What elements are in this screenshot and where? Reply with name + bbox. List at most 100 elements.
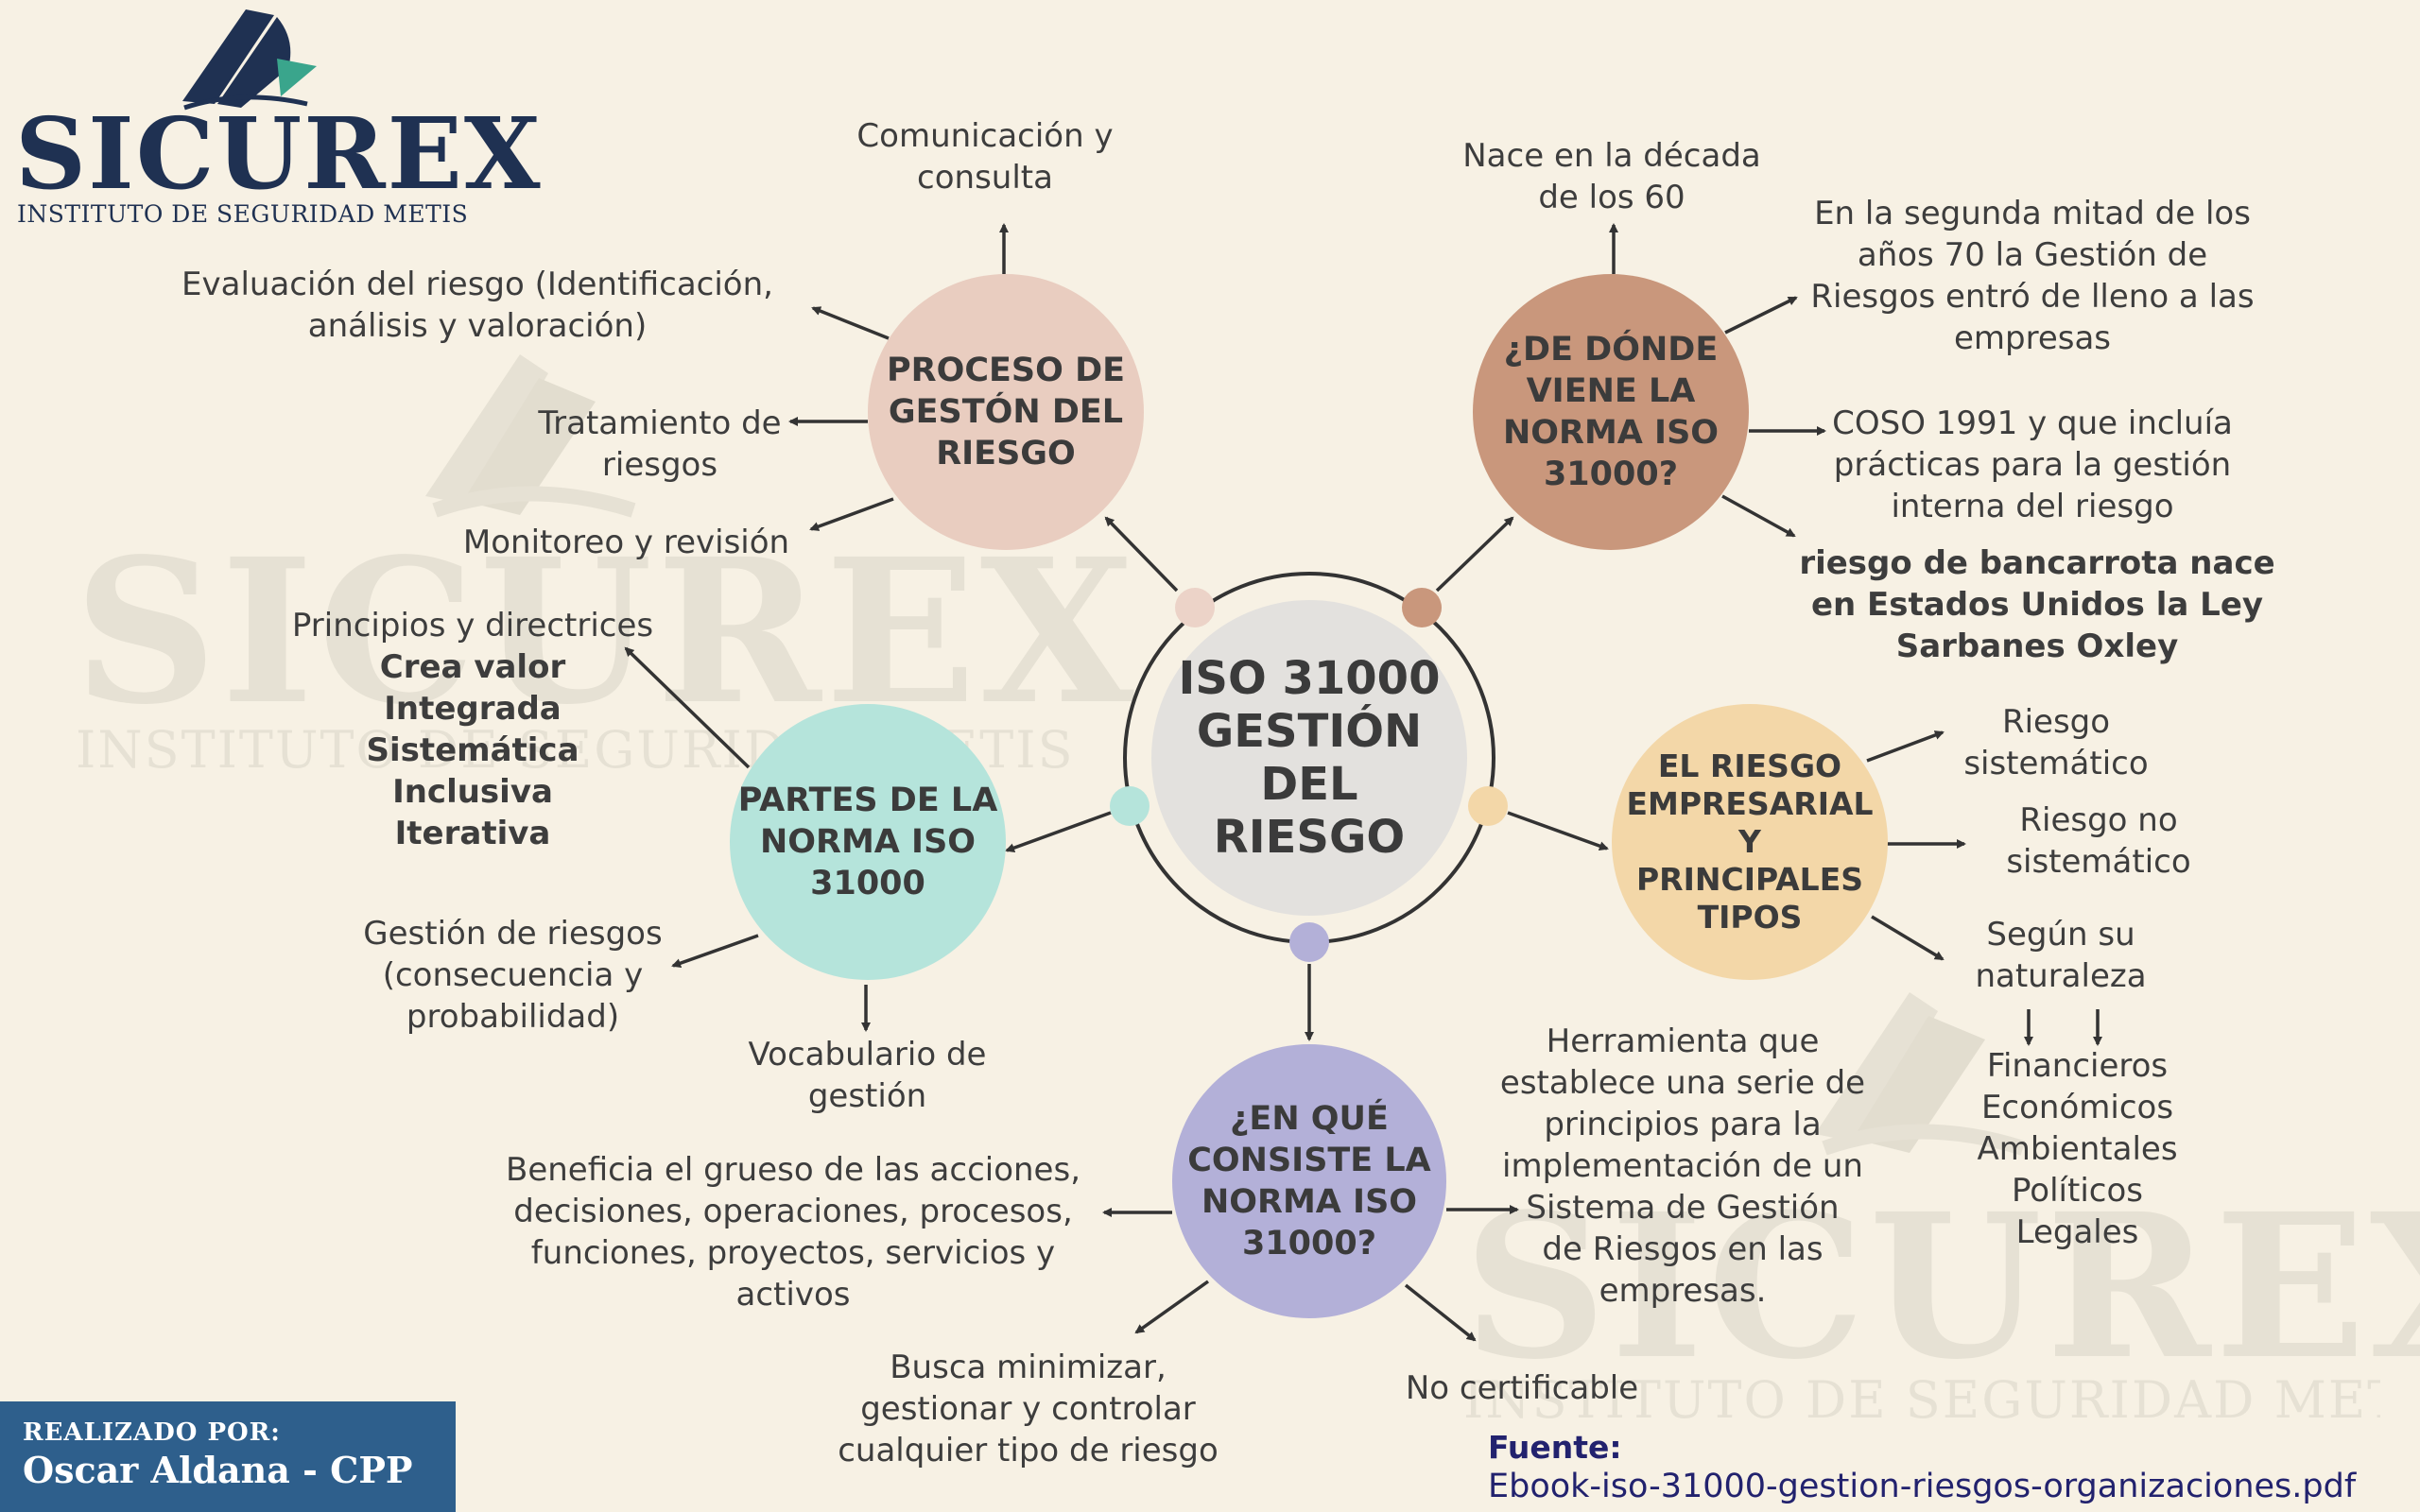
riesgo-title-line: EMPRESARIAL Y [1626,785,1874,860]
label-line: probabilidad) [406,998,620,1036]
label-line: Comunicación y [856,117,1114,155]
consiste-certificable-label: No certificable [1405,1369,1639,1407]
author-badge: REALIZADO POR: Oscar Aldana - CPP [0,1401,456,1512]
ring-dot-consiste [1289,922,1329,962]
label-line: Herramienta que [1546,1022,1820,1060]
label-line: Riesgos entró de lleno a las [1810,278,2255,316]
label-line: sistemático [2006,843,2191,881]
riesgo-tipos-list: Financieros Económicos Ambientales Polít… [1947,1045,2207,1253]
watermark-book-icon-left [425,354,636,518]
principle-item: Crea valor [379,648,566,686]
consiste-busca-label: Busca minimizar, gestionar y controlar c… [813,1347,1243,1471]
consiste-title-line: CONSISTE LA [1187,1142,1431,1179]
label-line: principios para la [1544,1106,1822,1143]
label-line: prácticas para la gestión [1833,446,2232,484]
label-line: sistemático [1963,745,2149,782]
proceso-title-line: RIESGO [936,435,1076,472]
riesgo-title-line: PRINCIPALES [1635,861,1864,898]
partes-title-line: NORMA ISO [759,823,977,861]
label-line: Vocabulario de [748,1036,987,1074]
origen-sox-label: riesgo de bancarrota nace en Estados Uni… [1791,542,2283,667]
label-line: Busca minimizar, [890,1349,1167,1386]
label-line: funciones, proyectos, servicios y [530,1234,1056,1272]
logo-book-icon [182,9,317,111]
principle-item: Integrada [384,690,562,728]
label-line: En la segunda mitad de los [1814,195,2251,232]
origen-title-line: ¿DE DÓNDE [1503,331,1719,369]
proceso-evaluacion-label: Evaluación del riesgo (Identificación, a… [142,264,813,347]
label-line: riesgos [601,446,718,484]
watermark-subtitle-right: INSTITUTO DE SEGURIDAD METIS [1463,1370,2380,1430]
consiste-circle: ¿EN QUÉ CONSISTE LA NORMA ISO 31000? [1172,1044,1446,1318]
label-line: riesgo de bancarrota nace [1799,544,2275,582]
consiste-herramienta-label: Herramienta que establece una serie de p… [1475,1021,1891,1312]
proceso-circle: PROCESO DE GESTÓN DEL RIESGO [868,274,1144,550]
ring-dot-proceso [1175,588,1215,627]
origen-circle: ¿DE DÓNDE VIENE LA NORMA ISO 31000? [1473,274,1749,550]
label-line: Principios y directrices [291,607,654,644]
risk-type-item: Financieros [1986,1047,2169,1085]
label-line: cualquier tipo de riesgo [838,1432,1219,1469]
author-name: Oscar Aldana - CPP [23,1449,413,1491]
origen-setenta-label: En la segunda mitad de los años 70 la Ge… [1787,193,2278,359]
label-line: gestión [807,1077,927,1115]
center-title-line1: ISO 31000 [1178,652,1441,705]
riesgo-circle: EL RIESGO EMPRESARIAL Y PRINCIPALES TIPO… [1612,704,1888,980]
label-line: análisis y valoración) [307,307,648,345]
center-title-line3: RIESGO [1213,811,1406,864]
ring-dot-origen [1402,588,1442,627]
partes-circle: PARTES DE LA NORMA ISO 31000 [730,704,1006,980]
source-link[interactable]: Ebook-iso-31000-gestion-riesgos-organiza… [1488,1468,2357,1505]
principle-item: Inclusiva [392,773,553,811]
proceso-tratamiento-label: Tratamiento de riesgos [510,403,809,486]
origen-decada-label: Nace en la década de los 60 [1437,135,1787,218]
partes-vocabulario-label: Vocabulario de gestión [700,1034,1035,1117]
risk-type-item: Ambientales [1977,1130,2178,1168]
consiste-title-line: NORMA ISO [1201,1183,1418,1221]
origen-coso-label: COSO 1991 y que incluía prácticas para l… [1824,403,2240,527]
watermark-name-left: SICUREX [74,515,1138,748]
label-line: Sarbanes Oxley [1895,627,2179,665]
partes-gestion-label: Gestión de riesgos (consecuencia y proba… [321,913,704,1038]
label-line: Nace en la década [1462,137,1761,175]
label-line: Gestión de riesgos [363,915,663,953]
label-line: empresas [1953,319,2112,357]
label-line: Beneficia el grueso de las acciones, [506,1151,1080,1189]
riesgo-no-sistematico-label: Riesgo no sistemático [1976,799,2221,883]
label-line: decisiones, operaciones, procesos, [513,1193,1073,1230]
label-line: gestionar y controlar [860,1390,1196,1428]
label-line: implementación de un [1502,1147,1863,1185]
principle-item: Sistemática [366,731,579,769]
origen-title-line: 31000? [1543,455,1679,493]
partes-title-line: 31000 [810,865,925,902]
risk-type-item: Legales [2015,1213,2139,1251]
label-line: años 70 la Gestión de [1857,236,2208,274]
origen-title-line: NORMA ISO [1502,414,1720,452]
ring-dot-riesgo [1468,786,1508,826]
proceso-monitoreo-label: Monitoreo y revisión [462,524,790,561]
watermark-name-right: SICUREX [1463,1170,2420,1403]
label-line: Riesgo [2001,703,2111,741]
label-line: empresas. [1599,1272,1767,1310]
label-line: consulta [917,159,1053,197]
proceso-comunicacion-label: Comunicación y consulta [815,115,1155,198]
center-title-line2: GESTIÓN DEL [1196,705,1423,811]
consiste-beneficia-label: Beneficia el grueso de las acciones, dec… [477,1149,1109,1315]
ring-dot-partes [1110,786,1150,826]
author-label: REALIZADO POR: [23,1418,281,1447]
proceso-title-line: PROCESO DE [886,352,1126,389]
riesgo-naturaleza-label: Según su naturaleza [1938,914,2184,997]
label-line: COSO 1991 y que incluía [1832,404,2233,442]
label-line: Según su [1986,916,2135,954]
label-line: de los 60 [1538,179,1685,216]
partes-title-line: PARTES DE LA [737,782,998,819]
source-label: Fuente: [1488,1429,1622,1466]
risk-type-item: Políticos [2012,1172,2143,1210]
label-line: (consecuencia y [382,956,644,994]
label-line: de Riesgos en las [1542,1230,1824,1268]
riesgo-title-line: TIPOS [1697,899,1803,936]
risk-type-item: Económicos [1980,1089,2174,1126]
logo-subtitle: INSTITUTO DE SEGURIDAD METIS [17,200,469,228]
label-line: naturaleza [1975,957,2147,995]
watermark-book-icon-right [1815,992,2026,1156]
